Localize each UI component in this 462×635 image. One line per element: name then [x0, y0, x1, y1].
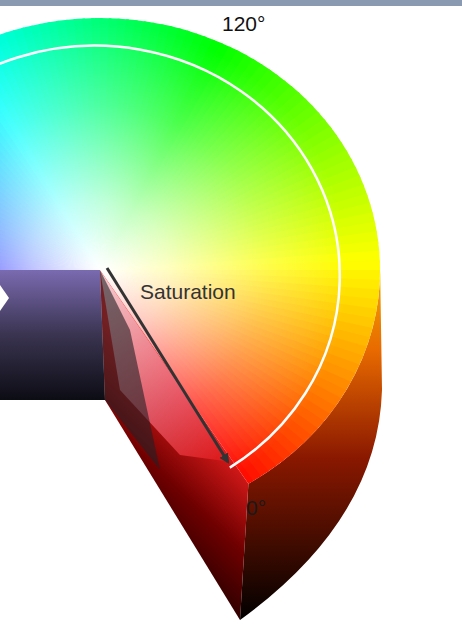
blue-cut-face: [0, 262, 105, 400]
axis-label: Saturation: [140, 280, 236, 303]
hue-disc: [0, 0, 430, 563]
cropped-marker: [0, 285, 9, 311]
saturation-fade: [0, 18, 380, 484]
hue-arc: [0, 46, 340, 468]
angle-label: 0°: [246, 496, 266, 519]
angle-label: 120°: [222, 12, 265, 35]
top-bar: [0, 0, 462, 6]
